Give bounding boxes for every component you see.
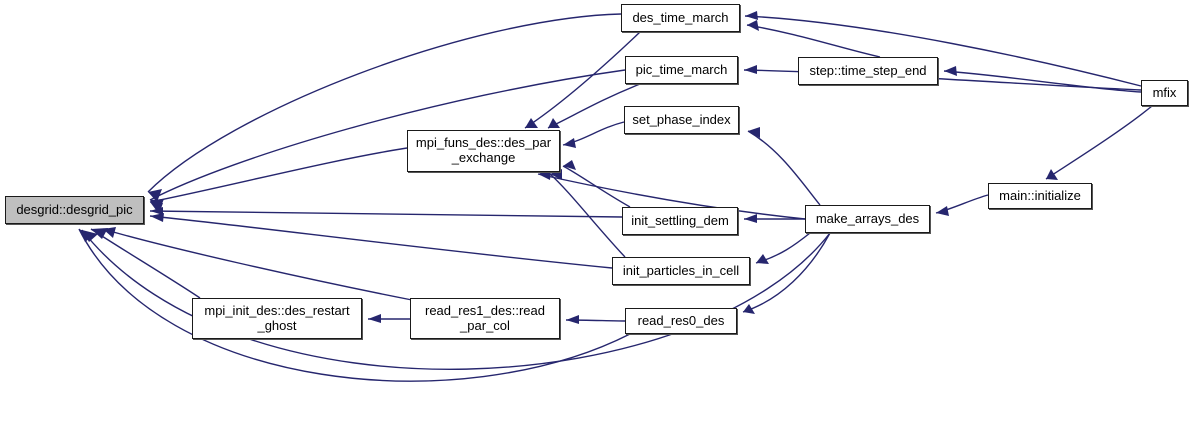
graph-node-label: mfix [1152, 84, 1177, 100]
graph-node-des_restart_ghost[interactable]: mpi_init_des::des_restart _ghost [192, 298, 362, 339]
edge-des_time_march-to-desgrid_pic [147, 13, 622, 193]
graph-node-label: mpi_funs_des::des_par _exchange [415, 135, 552, 165]
edge-mfix-to-des_time_march [744, 15, 1142, 87]
edge-init_particles_in_cell-to-des_par_exchange [549, 173, 626, 258]
edge-make_arrays_des-to-des_par_exchange [537, 173, 806, 220]
graph-node-make_arrays_des[interactable]: make_arrays_des [805, 205, 930, 233]
edge-make_arrays_des-to-desgrid_pic [81, 229, 831, 371]
arrowhead-icon [103, 227, 116, 238]
arrowhead-icon [944, 66, 957, 76]
edge-init_particles_in_cell-to-desgrid_pic [149, 215, 613, 269]
arrowhead-icon [525, 118, 538, 128]
arrowhead-icon [548, 118, 560, 128]
graph-node-main_initialize[interactable]: main::initialize [988, 183, 1092, 209]
graph-node-read_res0_des[interactable]: read_res0_des [625, 308, 737, 334]
graph-node-time_step_end[interactable]: step::time_step_end [798, 57, 938, 85]
arrowhead-icon [747, 20, 759, 31]
graph-node-label: mpi_init_des::des_restart _ghost [204, 302, 350, 333]
graph-node-label: main::initialize [999, 187, 1081, 203]
graph-node-label: read_res1_des::read _par_col [425, 302, 545, 333]
arrowhead-icon [744, 65, 757, 74]
arrowhead-icon [744, 214, 757, 223]
edge-des_par_exchange-to-desgrid_pic [149, 147, 408, 203]
graph-node-label: read_res0_des [637, 312, 725, 328]
arrowhead-icon [1046, 169, 1058, 180]
graph-node-init_settling_dem[interactable]: init_settling_dem [622, 207, 738, 235]
graph-node-label: set_phase_index [632, 111, 731, 127]
edge-make_arrays_des-to-read_res0_des [742, 232, 831, 313]
graph-node-pic_time_march[interactable]: pic_time_march [625, 56, 738, 84]
arrowhead-icon [91, 228, 108, 239]
arrowhead-icon [79, 229, 94, 242]
arrowhead-icon [148, 189, 162, 202]
edge-read_res0_des-to-desgrid_pic [78, 228, 631, 382]
graph-node-label: des_time_march [632, 9, 729, 25]
arrowhead-icon [150, 207, 163, 215]
graph-node-init_particles_in_cell[interactable]: init_particles_in_cell [612, 257, 750, 285]
graph-node-label: desgrid::desgrid_pic [16, 201, 133, 217]
graph-node-set_phase_index[interactable]: set_phase_index [624, 106, 739, 134]
graph-node-mfix[interactable]: mfix [1141, 80, 1188, 106]
edge-read_par_col-to-desgrid_pic [102, 228, 413, 301]
arrowhead-icon [756, 254, 769, 264]
arrowhead-icon [150, 213, 164, 222]
edge-des_time_march-to-des_par_exchange [524, 31, 641, 129]
arrowhead-icon [748, 127, 760, 138]
graph-node-read_par_col[interactable]: read_res1_des::read _par_col [410, 298, 560, 339]
edge-des_restart_ghost-to-desgrid_pic [90, 228, 201, 299]
arrowhead-icon [743, 304, 755, 314]
arrowhead-icon [368, 314, 381, 323]
arrowhead-icon [936, 206, 949, 216]
edge-make_arrays_des-to-set_phase_index [747, 130, 821, 206]
graph-node-des_par_exchange[interactable]: mpi_funs_des::des_par _exchange [407, 130, 560, 172]
edge-mfix-to-time_step_end [943, 70, 1142, 93]
arrowhead-icon [563, 138, 576, 148]
edge-time_step_end-to-des_time_march [746, 24, 881, 58]
edge-init_settling_dem-to-desgrid_pic [149, 210, 623, 218]
graph-node-label: step::time_step_end [809, 62, 927, 78]
arrowhead-icon [563, 160, 576, 170]
graph-node-label: make_arrays_des [815, 210, 920, 226]
edges-group [78, 11, 1153, 382]
edge-mfix-to-main_initialize [1045, 105, 1153, 180]
graph-node-label: init_settling_dem [631, 212, 729, 228]
graph-node-label: init_particles_in_cell [622, 262, 740, 278]
graph-node-des_time_march[interactable]: des_time_march [621, 4, 740, 32]
edge-init_settling_dem-to-des_par_exchange [562, 165, 631, 208]
arrowhead-icon [745, 11, 758, 20]
arrowhead-icon [566, 315, 579, 324]
edge-pic_time_march-to-desgrid_pic [149, 69, 626, 201]
graph-node-label: pic_time_march [635, 61, 728, 77]
graph-node-desgrid_pic[interactable]: desgrid::desgrid_pic [5, 196, 144, 224]
